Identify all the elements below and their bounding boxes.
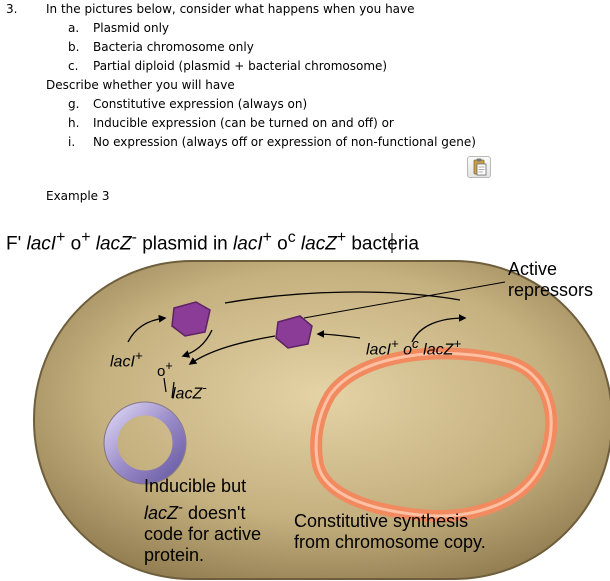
- expression-text-i: No expression (always off or expression …: [93, 135, 476, 149]
- option-text-b: Bacteria chromosome only: [93, 40, 254, 54]
- option-text-a: Plasmid only: [93, 21, 170, 35]
- describe-text: Describe whether you will have: [46, 78, 235, 92]
- option-label-a: a.: [68, 21, 80, 35]
- arrow-from-laci-chromosome: [316, 330, 361, 339]
- gene-tick-lacz: [171, 381, 175, 399]
- arrow-top-path: [224, 291, 461, 304]
- arrow-protein-to-plasmid-o: [188, 335, 276, 365]
- pointer-active-repressors: [303, 281, 506, 319]
- option-label-c: c.: [68, 59, 79, 73]
- chromosome-genes-label: lacI+ oc lacZ+: [366, 336, 462, 359]
- chromosome-highlight: [314, 351, 553, 518]
- option-label-b: b.: [68, 40, 80, 54]
- expression-label-g: g.: [68, 97, 80, 111]
- gene-tick-o: [163, 377, 167, 393]
- plasmid-gene-o: o+: [157, 359, 173, 380]
- expression-label-i: i.: [68, 135, 76, 149]
- constitutive-caption: Constitutive synthesis from chromosome c…: [294, 511, 486, 552]
- option-text-c: Partial diploid (plasmid + bacterial chr…: [93, 59, 388, 73]
- plasmid-gene-laci: lacI+: [110, 348, 143, 371]
- plasmid-gene-lacz: lacZ-: [172, 380, 207, 403]
- arrow-to-o-plasmid: [181, 329, 213, 358]
- expression-text-h: Inducible expression (can be turned on a…: [93, 116, 394, 130]
- example-label: Example 3: [46, 189, 110, 203]
- repressor-protein-left: [171, 301, 211, 337]
- arrow-from-laci-plasmid: [127, 314, 167, 343]
- expression-label-h: h.: [68, 116, 80, 130]
- inducible-caption: Inducible but lacZ- doesn't code for act…: [144, 476, 262, 565]
- plasmid-ring-edge: [103, 401, 187, 485]
- question-text: In the pictures below, consider what hap…: [46, 2, 415, 16]
- plasmid-ring: [104, 402, 186, 484]
- active-repressors-label: Active repressors: [508, 259, 594, 300]
- question-number: 3.: [6, 2, 18, 16]
- arrow-chromosome-oc: [411, 314, 467, 343]
- clipboard-paste-icon[interactable]: [467, 156, 491, 178]
- figure-title: F' lacI+ o+ lacZ- plasmid in lacI+ oc la…: [6, 229, 419, 255]
- repressor-protein-right: [275, 315, 313, 349]
- expression-text-g: Constitutive expression (always on): [93, 97, 308, 111]
- clipboard-glyph: [473, 158, 487, 176]
